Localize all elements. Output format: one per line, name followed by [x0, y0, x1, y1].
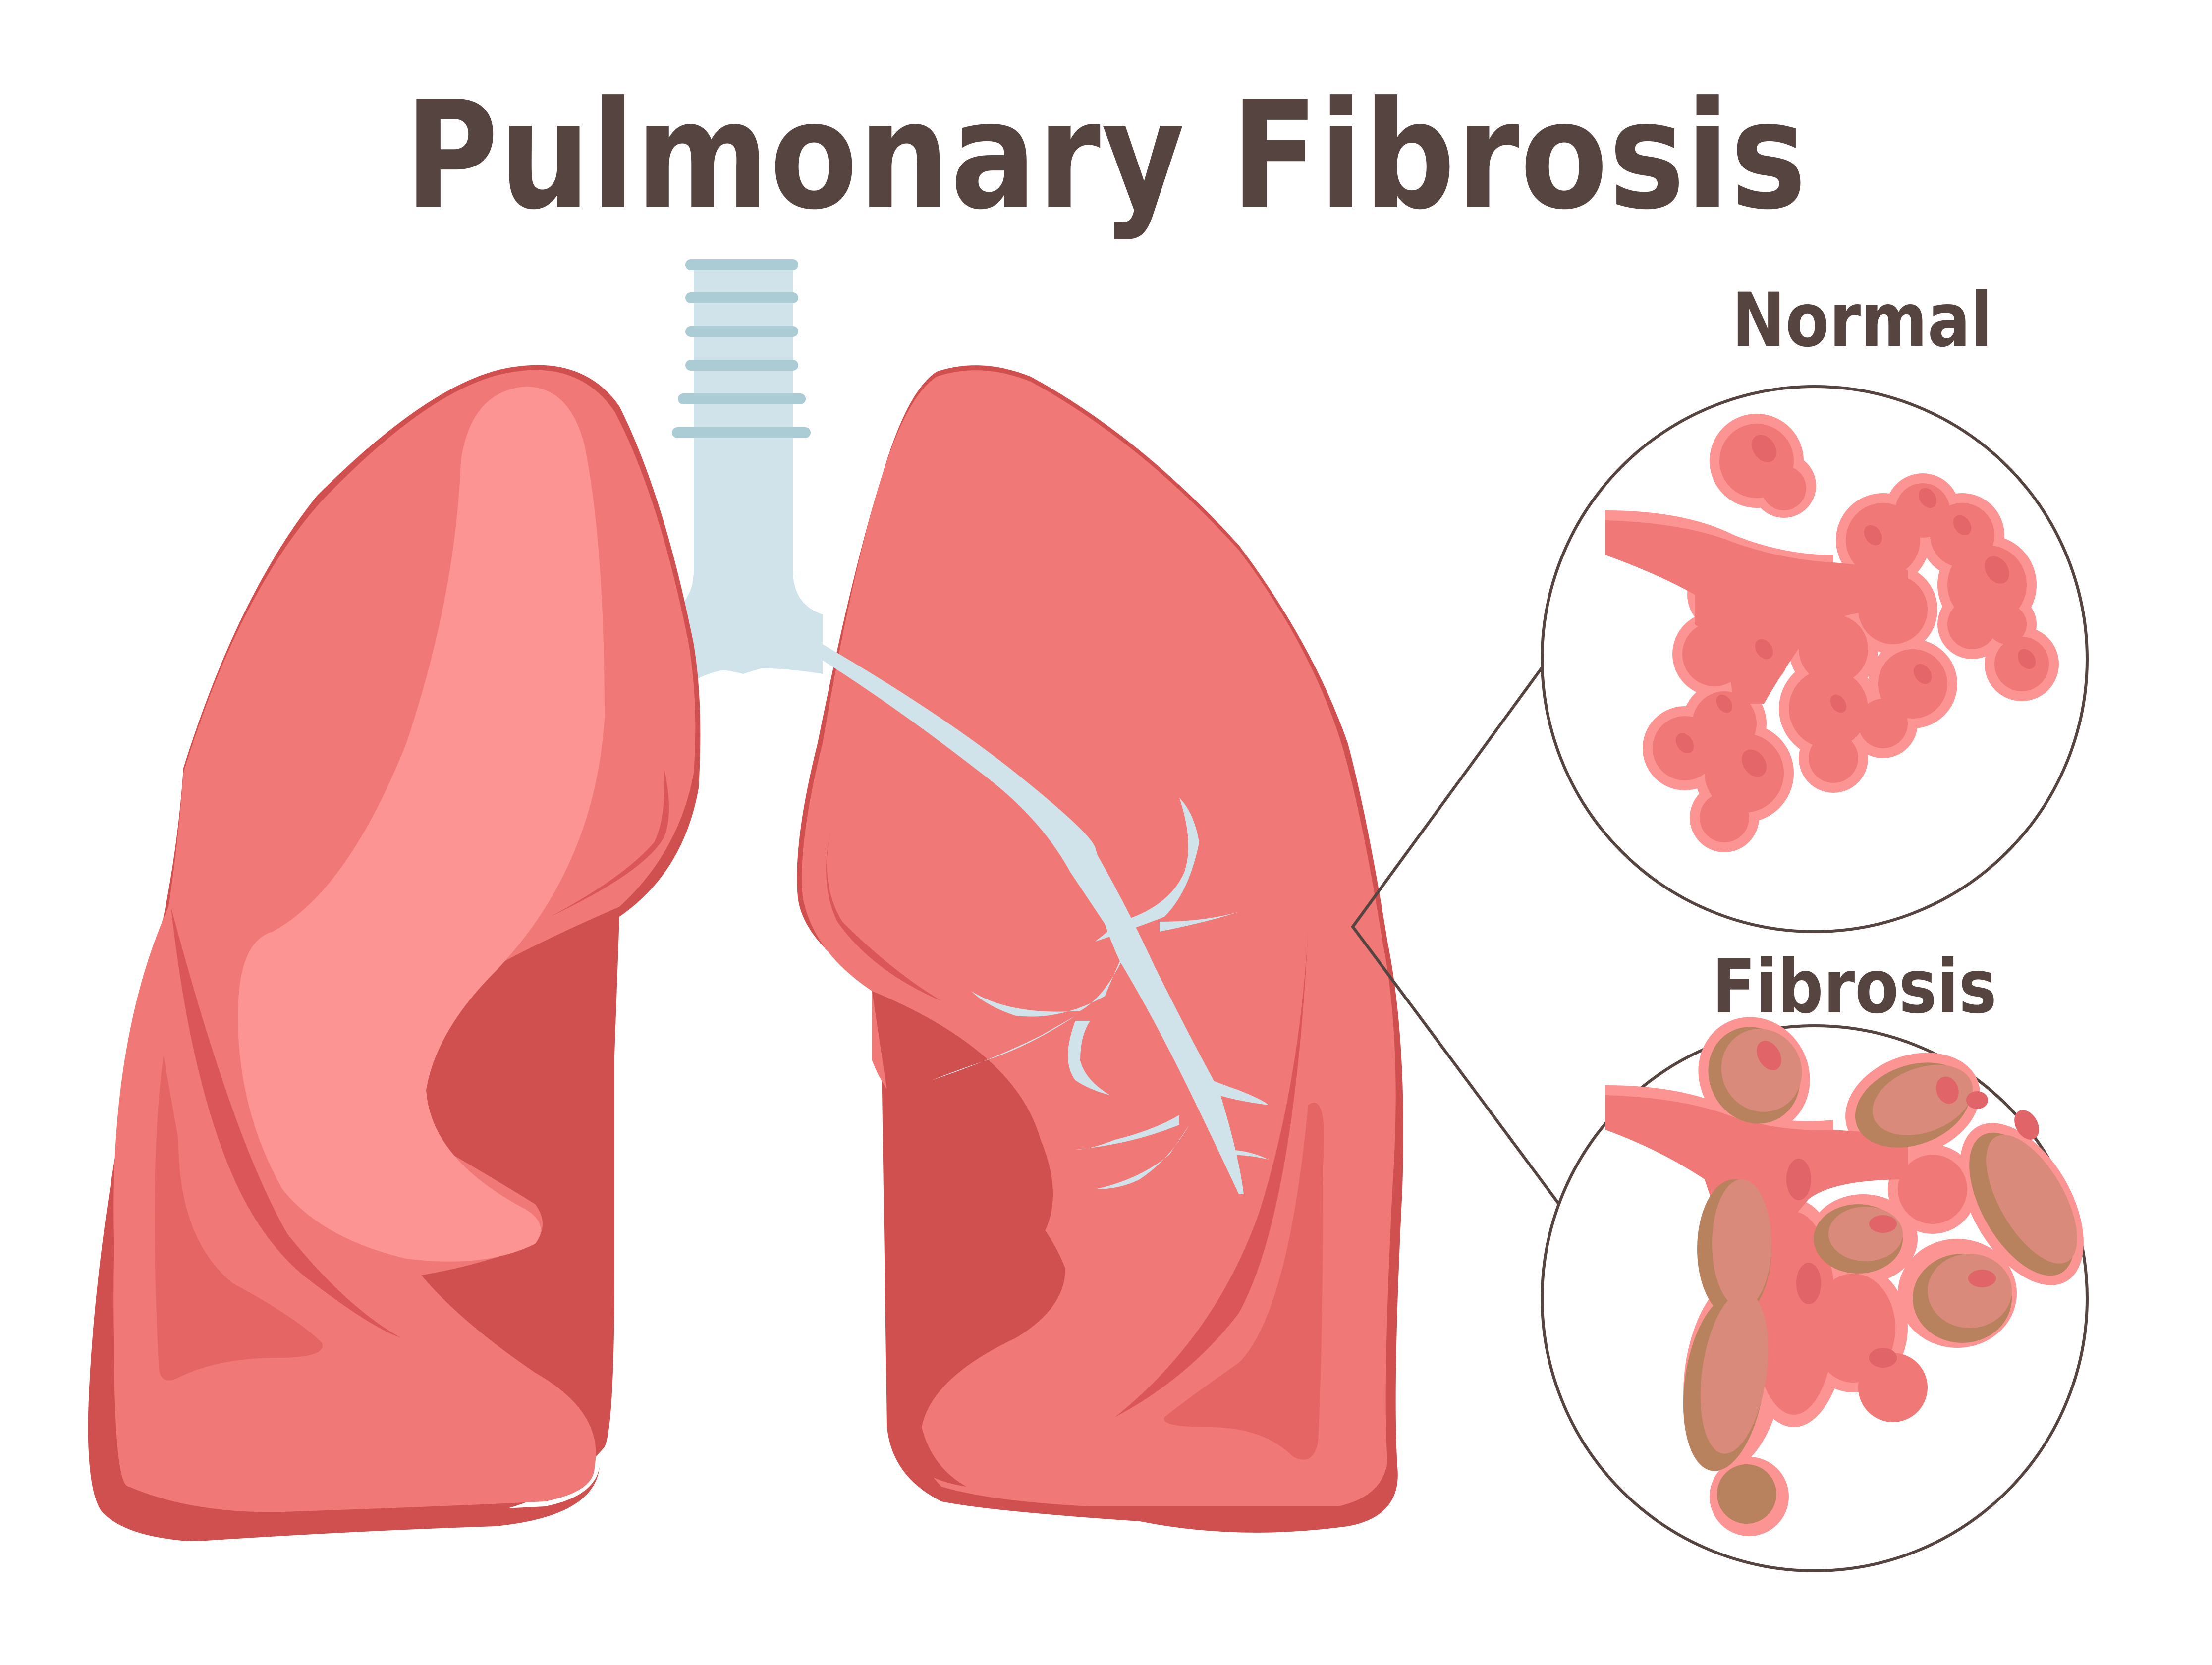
right-lung [797, 365, 1403, 1533]
normal-alveoli [1605, 414, 2059, 852]
fibrosis-alveoli-magnifier [1541, 1017, 2089, 1572]
left-lung [88, 365, 701, 1541]
fibrosis-label: Fibrosis [1712, 944, 1997, 1030]
bronchial-tree [813, 644, 1269, 1194]
trachea [664, 259, 823, 694]
page-title: Pulmonary Fibrosis [404, 69, 1808, 242]
fibrosis-alveoli [1605, 1017, 2084, 1536]
callout-lines [1351, 549, 1629, 1294]
normal-alveoli-magnifier [1541, 385, 2089, 933]
normal-label: Normal [1732, 278, 1992, 364]
